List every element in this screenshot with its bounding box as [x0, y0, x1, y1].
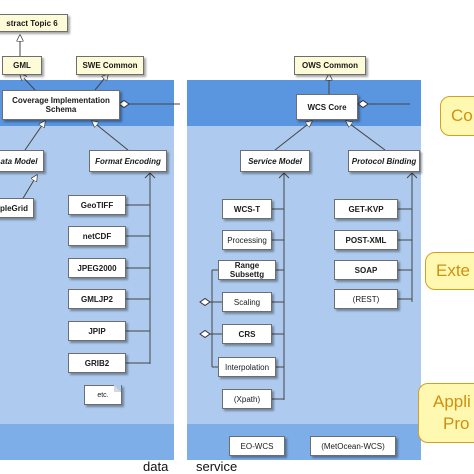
service-caption: service	[196, 459, 237, 474]
binding-item: SOAP	[334, 260, 398, 280]
service-label: WCS-T	[233, 204, 261, 214]
etc-label: etc.	[97, 391, 109, 399]
format-item: netCDF	[68, 226, 126, 246]
application-note: Appli Pro	[418, 383, 474, 443]
extensions-note: Exte	[425, 252, 474, 290]
format-label: JPIP	[88, 326, 106, 336]
etc-note-fold	[114, 385, 121, 392]
abstract-topic-label: stract Topic 6	[6, 18, 58, 28]
ows-common-box: OWS Common	[294, 56, 366, 75]
format-label: JPEG2000	[77, 263, 117, 273]
application-note-line1: Appli	[433, 392, 471, 411]
format-encoding-box: Format Encoding	[89, 150, 167, 172]
gml-box: GML	[2, 56, 42, 75]
swe-common-label: SWE Common	[82, 61, 138, 70]
format-label: GMLJP2	[80, 294, 113, 304]
data-bottom-band	[0, 424, 174, 460]
binding-label: SOAP	[354, 265, 378, 275]
binding-item: POST-XML	[334, 230, 398, 250]
core-note-label: Co	[451, 106, 473, 125]
binding-label: GET-KVP	[348, 204, 384, 214]
binding-label: POST-XML	[345, 235, 387, 245]
extensions-note-label: Exte	[436, 261, 471, 280]
format-label: netCDF	[82, 231, 112, 241]
format-encoding-label: Format Encoding	[95, 156, 161, 166]
format-item: JPIP	[68, 321, 126, 341]
service-label: Processing	[227, 235, 267, 245]
data-model-box: ata Model	[0, 150, 44, 172]
format-label: GRIB2	[84, 358, 110, 368]
application-item: (MetOcean-WCS)	[310, 436, 396, 456]
application-note-line2: Pro	[443, 414, 470, 433]
grid-item-label: pleGrid	[0, 203, 28, 213]
core-note: Co	[440, 96, 474, 136]
format-item: GMLJP2	[68, 289, 126, 309]
application-label: (MetOcean-WCS)	[321, 441, 385, 451]
service-label: Scaling	[233, 297, 261, 307]
service-item: CRS	[222, 324, 272, 344]
wcs-core-label: WCS Core	[307, 102, 347, 112]
service-label: Interpolation	[224, 362, 270, 372]
application-item: EO-WCS	[229, 436, 285, 456]
abstract-topic-box: stract Topic 6	[0, 14, 68, 32]
data-caption-label: data	[143, 459, 169, 474]
service-item: Processing	[222, 230, 272, 250]
protocol-binding-box: Protocol Binding	[348, 150, 420, 172]
coverage-schema-label: Coverage Implementation Schema	[12, 96, 110, 114]
service-item: WCS-T	[222, 199, 272, 219]
service-label: Range Subsettg	[229, 261, 265, 279]
binding-item: GET-KVP	[334, 199, 398, 219]
binding-item: (REST)	[334, 289, 398, 309]
service-model-label: Service Model	[248, 156, 302, 166]
service-item: Scaling	[222, 292, 272, 312]
format-label: GeoTIFF	[80, 200, 114, 210]
service-label: CRS	[238, 329, 256, 339]
wcs-core-box: WCS Core	[296, 94, 358, 120]
etc-note: etc.	[84, 385, 122, 405]
service-label: (Xpath)	[233, 394, 261, 404]
service-caption-label: service	[196, 459, 238, 474]
binding-label: (REST)	[352, 294, 380, 304]
ows-common-label: OWS Common	[302, 61, 358, 70]
coverage-schema-box: Coverage Implementation Schema	[2, 90, 120, 120]
service-item: Range Subsettg	[218, 260, 276, 280]
application-label: EO-WCS	[240, 441, 274, 451]
data-model-label: ata Model	[0, 156, 38, 166]
service-model-box: Service Model	[240, 150, 310, 172]
gml-label: GML	[13, 61, 31, 70]
service-item: (Xpath)	[222, 389, 272, 409]
swe-common-box: SWE Common	[76, 56, 144, 75]
format-item: JPEG2000	[68, 258, 126, 278]
grid-item-box: pleGrid	[0, 198, 34, 218]
format-item: GRIB2	[68, 353, 126, 373]
format-item: GeoTIFF	[68, 195, 126, 215]
protocol-binding-label: Protocol Binding	[351, 156, 417, 166]
service-item: Interpolation	[218, 357, 276, 377]
data-caption: data	[143, 459, 168, 474]
